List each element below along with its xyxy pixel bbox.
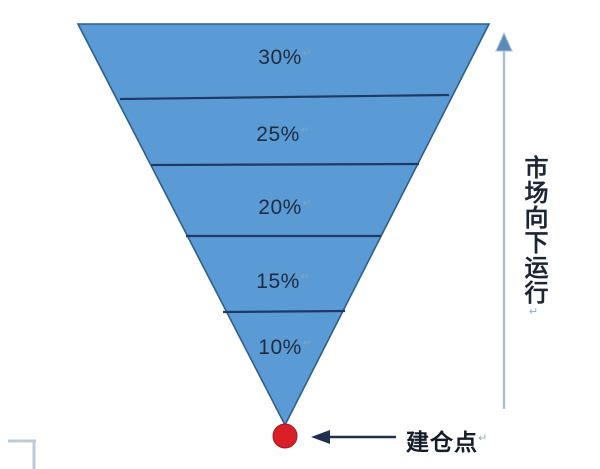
direction-axis-caption: 市场向下运行↵	[512, 155, 547, 319]
funnel-segment-label-5: 10%↵	[258, 336, 311, 360]
pilcrow-mark: ↵	[300, 125, 310, 136]
pilcrow-mark: ↵	[300, 272, 310, 283]
segment-value-20: 20%	[258, 196, 302, 219]
entry-point-label-text: 建仓点	[406, 429, 478, 455]
entry-point-label: 建仓点↵	[406, 423, 488, 457]
segment-value-10: 10%	[258, 336, 302, 359]
entry-point-dot	[272, 423, 298, 449]
callout-arrow-left	[311, 430, 396, 444]
corner-bracket-mark	[8, 439, 36, 469]
segment-value-15: 15%	[256, 270, 300, 293]
axis-caption-text: 市场向下运行	[520, 155, 547, 305]
funnel-body	[76, 23, 491, 427]
funnel-segment-label-3: 20%↵	[258, 196, 311, 220]
funnel-segment-label-1: 30%↵	[258, 46, 311, 70]
funnel-divider-4	[222, 309, 346, 314]
segment-value-25: 25%	[256, 123, 300, 146]
pilcrow-mark: ↵	[302, 198, 312, 209]
pilcrow-mark: ↵	[302, 48, 312, 59]
segment-value-30: 30%	[258, 46, 302, 69]
funnel-divider-2	[150, 162, 420, 167]
pilcrow-mark: ↵	[527, 305, 539, 319]
funnel-divider-1	[119, 93, 450, 101]
pilcrow-mark: ↵	[302, 338, 312, 349]
direction-axis-arrow	[495, 31, 513, 409]
pilcrow-mark: ↵	[478, 432, 489, 445]
funnel-segment-label-2: 25%↵	[256, 123, 309, 147]
funnel-segment-label-4: 15%↵	[256, 270, 309, 294]
